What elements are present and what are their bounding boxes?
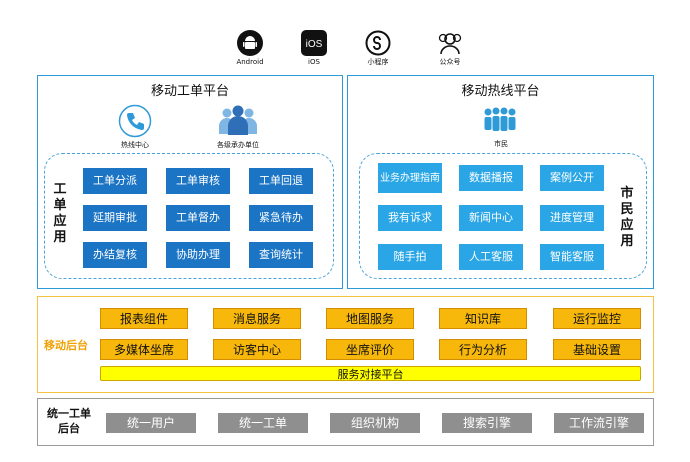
btn-case-public[interactable]: 案例公开	[540, 165, 604, 191]
backend-item[interactable]: 多媒体坐席	[100, 339, 188, 360]
citizens-icon	[484, 107, 516, 131]
platform-ios: iOS iOS	[294, 30, 334, 67]
btn-completion-recheck[interactable]: 办结复核	[83, 242, 147, 268]
unified-item[interactable]: 统一用户	[106, 413, 196, 433]
platform-official-account: 公众号	[430, 30, 470, 67]
ios-icon: iOS	[301, 30, 327, 56]
btn-data-broadcast[interactable]: 数据播报	[459, 165, 523, 191]
platform-label: 公众号	[439, 58, 461, 66]
unified-backend-section: 统一工单后台 统一用户 统一工单 组织机构 搜索引擎 工作流引擎	[37, 398, 654, 446]
workorder-app-group: 工单应用 工单分派 工单审核 工单回退 延期审批 工单督办 紧急待办 办结复核 …	[44, 153, 334, 279]
panel-title: 移动工单平台	[150, 84, 229, 99]
official-account-icon	[438, 33, 462, 55]
backend-item[interactable]: 报表组件	[100, 308, 188, 329]
btn-human-service[interactable]: 人工客服	[459, 244, 523, 270]
units-label: 各级承办单位	[217, 141, 259, 149]
platform-label: 小程序	[367, 58, 389, 66]
backend-item[interactable]: 消息服务	[213, 308, 301, 329]
backend-item[interactable]: 基础设置	[553, 339, 641, 360]
unified-item[interactable]: 搜索引擎	[442, 413, 532, 433]
panel-title: 移动热线平台	[461, 84, 540, 99]
citizen-app-label: 市民应用	[620, 186, 634, 249]
unified-item[interactable]: 统一工单	[218, 413, 308, 433]
btn-progress[interactable]: 进度管理	[540, 205, 604, 231]
platform-label: Android	[236, 58, 264, 66]
citizen-app-group: 业务办理指南 数据播报 案例公开 我有诉求 新闻中心 进度管理 随手拍 人工客服…	[359, 153, 647, 279]
people-group-icon	[219, 105, 257, 135]
btn-service-guide[interactable]: 业务办理指南	[378, 163, 442, 193]
btn-review[interactable]: 工单审核	[166, 168, 230, 194]
svg-text:iOS: iOS	[306, 39, 323, 50]
btn-return[interactable]: 工单回退	[249, 168, 313, 194]
mobile-hotline-panel: 移动热线平台 市民 业务办理指南 数据播报 案例公开 我有诉求 新闻中心 进度管…	[347, 75, 654, 289]
android-icon	[237, 30, 263, 56]
unified-item[interactable]: 工作流引擎	[554, 413, 644, 433]
backend-item[interactable]: 行为分析	[439, 339, 527, 360]
btn-my-appeal[interactable]: 我有诉求	[378, 205, 442, 231]
workorder-app-label: 工单应用	[53, 182, 67, 245]
mobile-backend-section: 移动后台 报表组件 消息服务 地图服务 知识库 运行监控 多媒体坐席 访客中心 …	[37, 296, 654, 393]
btn-dispatch[interactable]: 工单分派	[83, 168, 147, 194]
backend-item[interactable]: 知识库	[439, 308, 527, 329]
backend-label: 移动后台	[44, 339, 88, 352]
mini-program-icon	[365, 30, 391, 56]
backend-item[interactable]: 运行监控	[553, 308, 641, 329]
btn-smart-service[interactable]: 智能客服	[540, 244, 604, 270]
backend-item[interactable]: 地图服务	[326, 308, 414, 329]
service-docking-bar[interactable]: 服务对接平台	[100, 366, 641, 381]
backend-item[interactable]: 访客中心	[213, 339, 301, 360]
btn-urgent[interactable]: 紧急待办	[249, 205, 313, 231]
backend-item[interactable]: 坐席评价	[326, 339, 414, 360]
btn-news-center[interactable]: 新闻中心	[459, 205, 523, 231]
btn-assist[interactable]: 协助办理	[166, 242, 230, 268]
unified-item[interactable]: 组织机构	[330, 413, 420, 433]
platform-label: iOS	[308, 58, 320, 66]
platform-android: Android	[230, 30, 270, 67]
btn-snapshot[interactable]: 随手拍	[378, 244, 442, 270]
btn-extension-approval[interactable]: 延期审批	[83, 205, 147, 231]
citizen-label: 市民	[494, 140, 508, 148]
btn-query-stats[interactable]: 查询统计	[249, 242, 313, 268]
unified-label: 统一工单后台	[47, 407, 91, 435]
btn-supervise[interactable]: 工单督办	[166, 205, 230, 231]
phone-icon	[118, 104, 152, 138]
hotline-label: 热线中心	[121, 141, 149, 149]
platform-mini-program: 小程序	[358, 30, 398, 67]
mobile-workorder-panel: 移动工单平台 热线中心 各级承办单位 工单应用 工单分派 工单审核 工单回退 延…	[37, 75, 343, 289]
